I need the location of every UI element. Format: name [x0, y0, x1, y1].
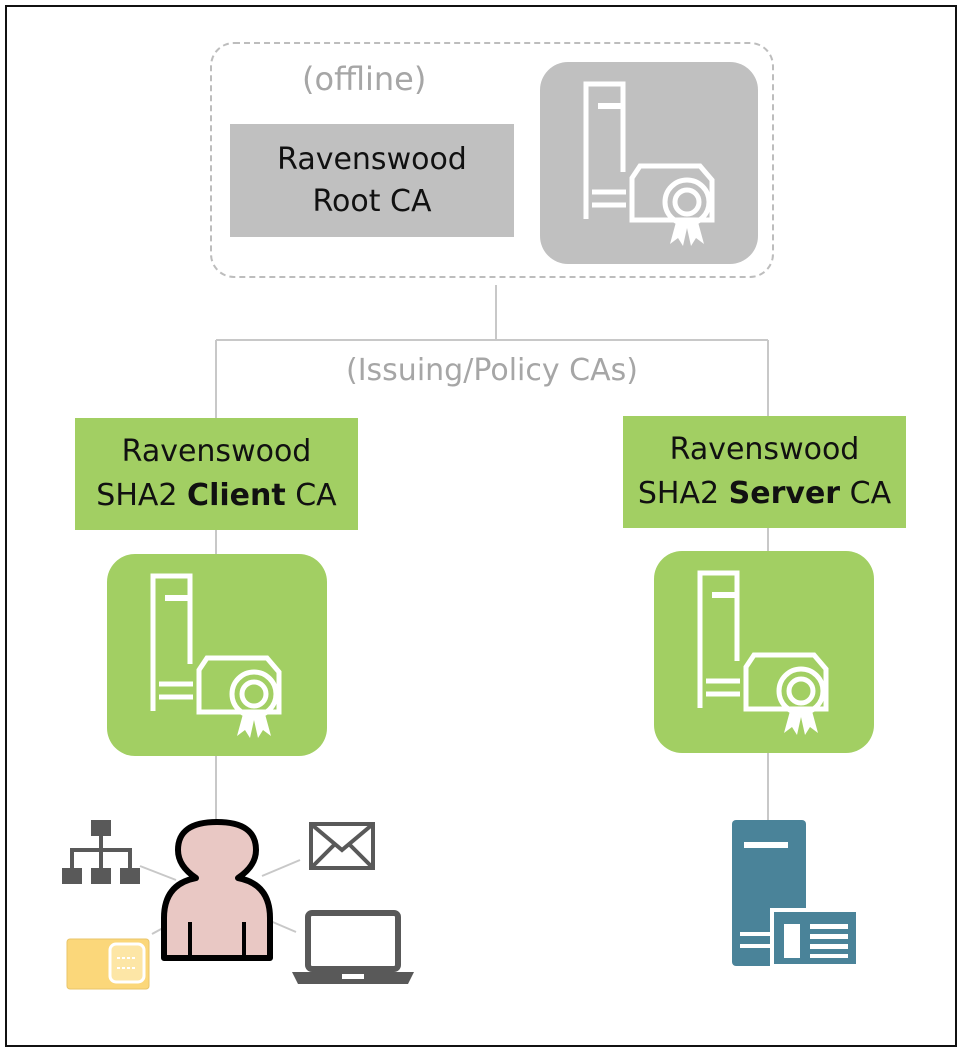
root-ca-line1: Ravenswood [277, 141, 467, 177]
offline-label: (offline) [302, 60, 427, 98]
email-envelope-icon [309, 822, 375, 870]
certificate-server-icon [583, 81, 715, 246]
client-ca-suffix: CA [285, 478, 337, 513]
server-ca-line1: Ravenswood [669, 432, 860, 467]
server-ca-box: Ravenswood SHA2 Server CA [623, 416, 906, 528]
offline-root-group [210, 42, 774, 278]
network-hierarchy-icon [62, 820, 140, 884]
root-ca-line2: Root CA [312, 183, 432, 219]
client-ca-bold: Client [187, 478, 286, 513]
certificate-server-icon [150, 573, 282, 738]
server-ca-prefix: SHA2 [637, 476, 729, 511]
smart-card-icon [66, 938, 150, 990]
certificate-server-icon [697, 570, 829, 735]
laptop-icon [292, 910, 414, 984]
server-ca-server-icon [654, 551, 874, 753]
client-ca-box: Ravenswood SHA2 Client CA [75, 418, 358, 530]
client-ca-server-icon [107, 554, 327, 756]
client-ca-line2: SHA2 Client CA [96, 474, 336, 518]
root-ca-server-icon [540, 62, 758, 264]
diagram-frame [5, 5, 957, 1047]
client-ca-line1: Ravenswood [121, 434, 312, 469]
server-ca-suffix: CA [840, 476, 892, 511]
issuing-policy-label: (Issuing/Policy CAs) [346, 353, 638, 388]
server-ca-line2: SHA2 Server CA [638, 472, 891, 516]
server-ca-bold: Server [728, 476, 841, 511]
client-ca-prefix: SHA2 [96, 478, 188, 513]
user-icon [161, 819, 273, 961]
root-ca-box: Ravenswood Root CA [230, 124, 514, 237]
web-server-icon [732, 820, 860, 968]
